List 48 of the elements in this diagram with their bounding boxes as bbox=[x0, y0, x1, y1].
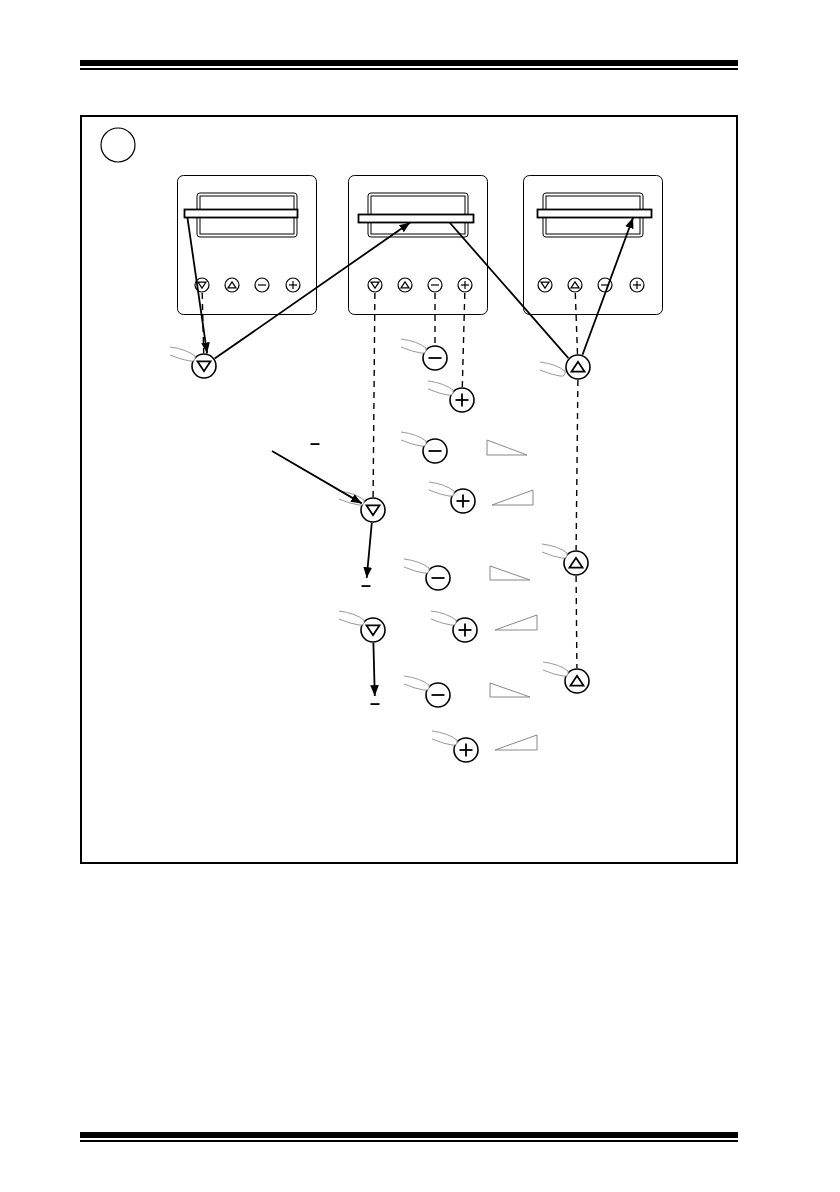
plus-button bbox=[452, 617, 478, 643]
connector-line bbox=[448, 221, 570, 360]
plus-button bbox=[449, 387, 475, 413]
plus-button bbox=[453, 737, 479, 763]
dash-mark: – bbox=[369, 696, 381, 710]
step-number-circle bbox=[100, 127, 136, 163]
display-bar bbox=[536, 208, 652, 218]
dashed-guide-line bbox=[434, 292, 436, 346]
down-button bbox=[360, 617, 386, 643]
plus-button bbox=[457, 277, 473, 293]
dashed-guide-line bbox=[372, 292, 376, 498]
arrow bbox=[581, 216, 634, 356]
minus-button bbox=[422, 345, 448, 371]
minus-button bbox=[254, 277, 270, 293]
dashed-guide-line bbox=[574, 292, 579, 355]
up-button bbox=[565, 354, 591, 380]
minus-button bbox=[425, 565, 451, 591]
down-button bbox=[360, 497, 386, 523]
dashed-guide-line bbox=[201, 292, 205, 354]
down-button bbox=[191, 353, 217, 379]
up-button bbox=[567, 277, 583, 293]
dashed-guide-line bbox=[461, 292, 466, 388]
dashed-guide-line bbox=[575, 379, 579, 551]
minus-button bbox=[422, 438, 448, 464]
display-bar bbox=[358, 213, 474, 223]
plus-button bbox=[285, 277, 301, 293]
arrow bbox=[363, 522, 373, 579]
control-panel bbox=[523, 175, 663, 315]
dashed-guide-line bbox=[575, 575, 578, 669]
plus-button bbox=[629, 277, 645, 293]
control-panel bbox=[177, 175, 317, 315]
down-button bbox=[537, 277, 553, 293]
up-button bbox=[564, 668, 590, 694]
minus-button bbox=[427, 277, 443, 293]
minus-button bbox=[425, 682, 451, 708]
down-button bbox=[194, 277, 210, 293]
control-panel bbox=[348, 175, 488, 315]
dash-mark: – bbox=[360, 578, 372, 592]
up-button bbox=[224, 277, 240, 293]
plus-button bbox=[450, 488, 476, 514]
up-button bbox=[563, 550, 589, 576]
arrow bbox=[370, 642, 379, 697]
display-bar bbox=[184, 208, 298, 218]
down-button bbox=[367, 277, 383, 293]
arrow bbox=[271, 450, 363, 505]
minus-button bbox=[597, 277, 613, 293]
arrow bbox=[213, 221, 412, 360]
up-button bbox=[397, 277, 413, 293]
